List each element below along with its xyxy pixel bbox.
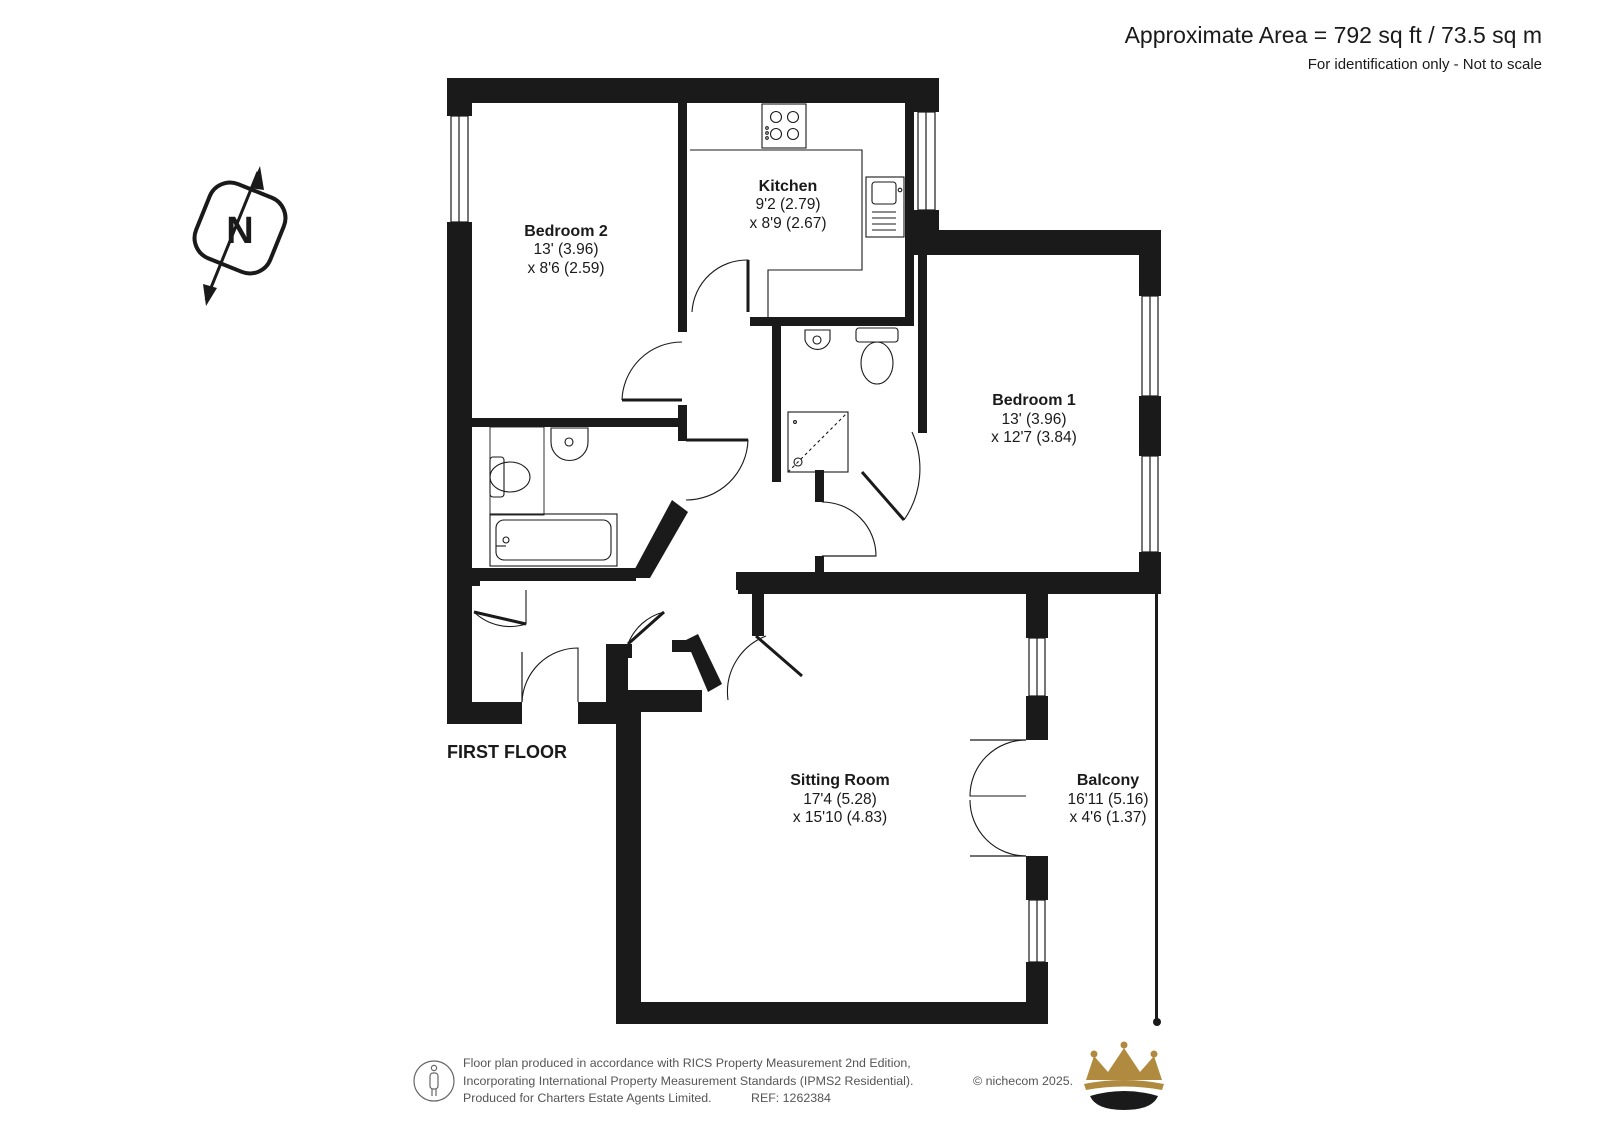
footer-copyright: © nichecom 2025. bbox=[973, 1074, 1073, 1088]
room-dim2-sitting: x 15'10 (4.83) bbox=[793, 809, 887, 826]
room-name-bedroom2: Bedroom 2 bbox=[524, 223, 608, 240]
room-dim2-kitchen: x 8'9 (2.67) bbox=[749, 215, 826, 232]
room-dim1-sitting: 17'4 (5.28) bbox=[803, 791, 877, 808]
room-dim2-balcony: x 4'6 (1.37) bbox=[1069, 809, 1146, 826]
room-dim2-bedroom1: x 12'7 (3.84) bbox=[991, 429, 1077, 446]
compass-label: N bbox=[226, 210, 253, 252]
north-arrow-icon: N bbox=[192, 166, 288, 306]
scale-note: For identification only - Not to scale bbox=[1307, 56, 1542, 73]
room-dim1-bedroom2: 13' (3.96) bbox=[534, 241, 599, 258]
hob-icon bbox=[761, 103, 807, 149]
floor-label: FIRST FLOOR bbox=[447, 742, 567, 762]
walls bbox=[447, 78, 1161, 1026]
windows bbox=[450, 111, 1159, 963]
approximate-area: Approximate Area = 792 sq ft / 73.5 sq m bbox=[1124, 22, 1542, 48]
footer-line2: Incorporating International Property Mea… bbox=[463, 1074, 913, 1088]
footer-ref: REF: 1262384 bbox=[751, 1091, 831, 1105]
shower-tray-icon bbox=[787, 411, 849, 473]
footer-line3: Produced for Charters Estate Agents Limi… bbox=[463, 1091, 712, 1105]
bathroom-toilet-icon bbox=[489, 456, 531, 498]
washbasin-icon bbox=[804, 329, 831, 350]
bathroom-washbasin-icon bbox=[550, 427, 589, 461]
footer-line1: Floor plan produced in accordance with R… bbox=[463, 1056, 911, 1070]
footer: Floor plan produced in accordance with R… bbox=[413, 1041, 1164, 1110]
room-dim1-bedroom1: 13' (3.96) bbox=[1002, 411, 1067, 428]
bathtub-icon bbox=[489, 513, 618, 567]
person-icon bbox=[413, 1060, 455, 1102]
fixtures bbox=[489, 103, 905, 567]
room-name-balcony: Balcony bbox=[1077, 772, 1139, 789]
sink-icon bbox=[865, 176, 905, 238]
room-dim1-balcony: 16'11 (5.16) bbox=[1067, 791, 1148, 808]
room-dim2-bedroom2: x 8'6 (2.59) bbox=[527, 260, 604, 277]
room-name-sitting: Sitting Room bbox=[790, 772, 890, 789]
room-dim1-kitchen: 9'2 (2.79) bbox=[756, 196, 821, 213]
room-name-kitchen: Kitchen bbox=[759, 178, 818, 195]
toilet-icon bbox=[855, 327, 899, 385]
room-name-bedroom1: Bedroom 1 bbox=[992, 392, 1076, 409]
doors bbox=[473, 259, 1027, 857]
crown-logo-icon bbox=[1084, 1041, 1164, 1110]
